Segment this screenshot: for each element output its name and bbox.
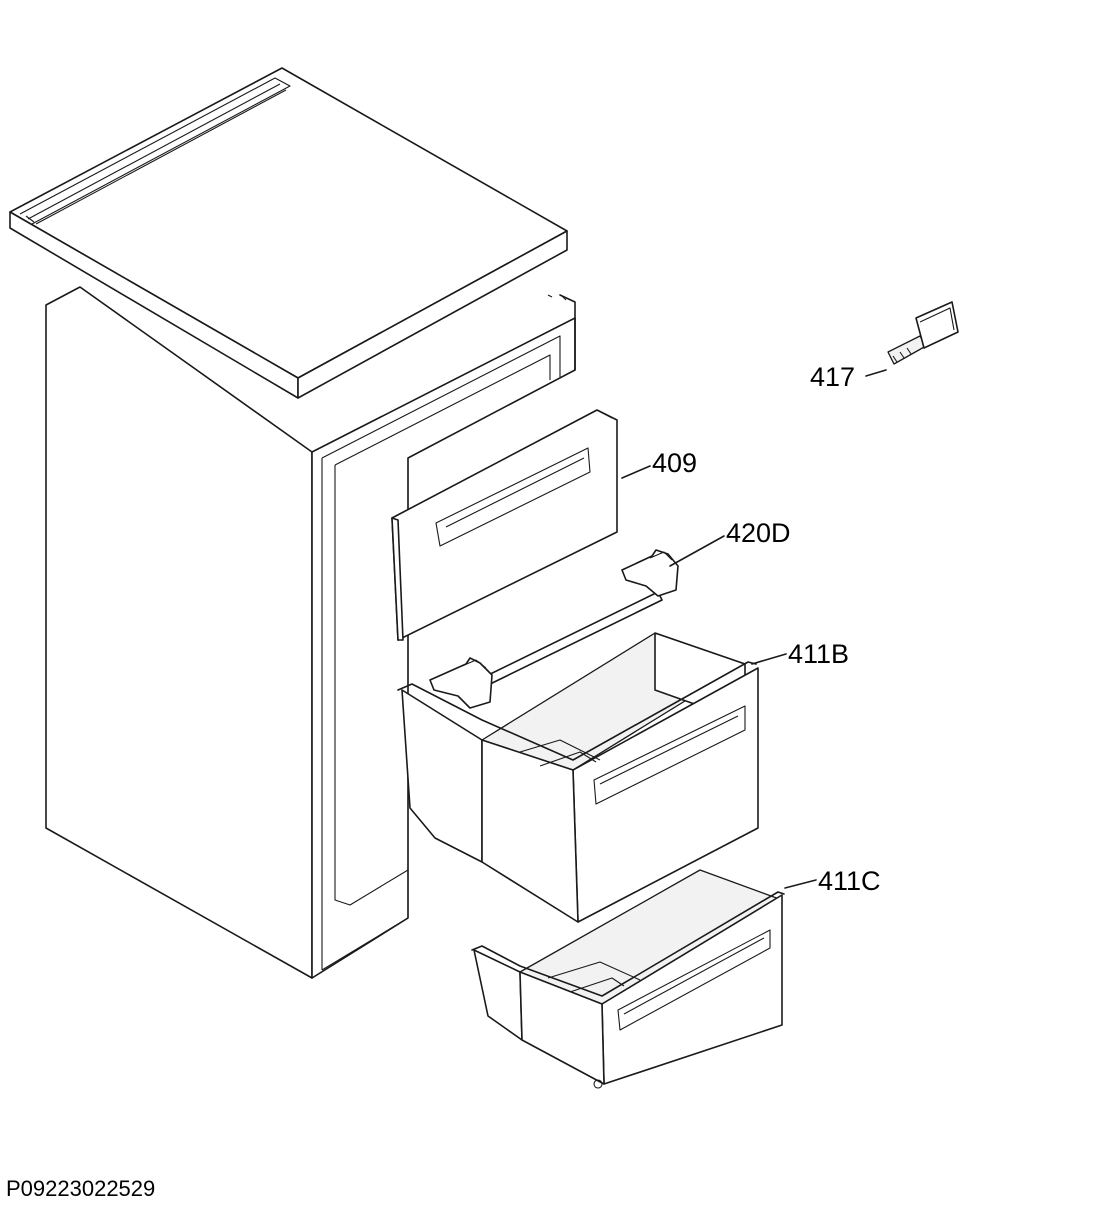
label-420d: 420D [726, 518, 791, 548]
label-409: 409 [652, 448, 697, 478]
freezer-flap [391, 409, 618, 641]
label-411b: 411B [788, 639, 849, 669]
upper-drawer [397, 632, 759, 923]
leader-lines [621, 369, 887, 889]
worktop-lid [9, 67, 568, 399]
hinge-bar [429, 549, 679, 709]
key-part [887, 301, 959, 365]
cabinet-body [45, 286, 576, 979]
label-417: 417 [810, 362, 855, 392]
lower-drawer [471, 869, 785, 1089]
diagram-code: P09223022529 [6, 1176, 155, 1201]
label-411c: 411C [818, 866, 881, 896]
